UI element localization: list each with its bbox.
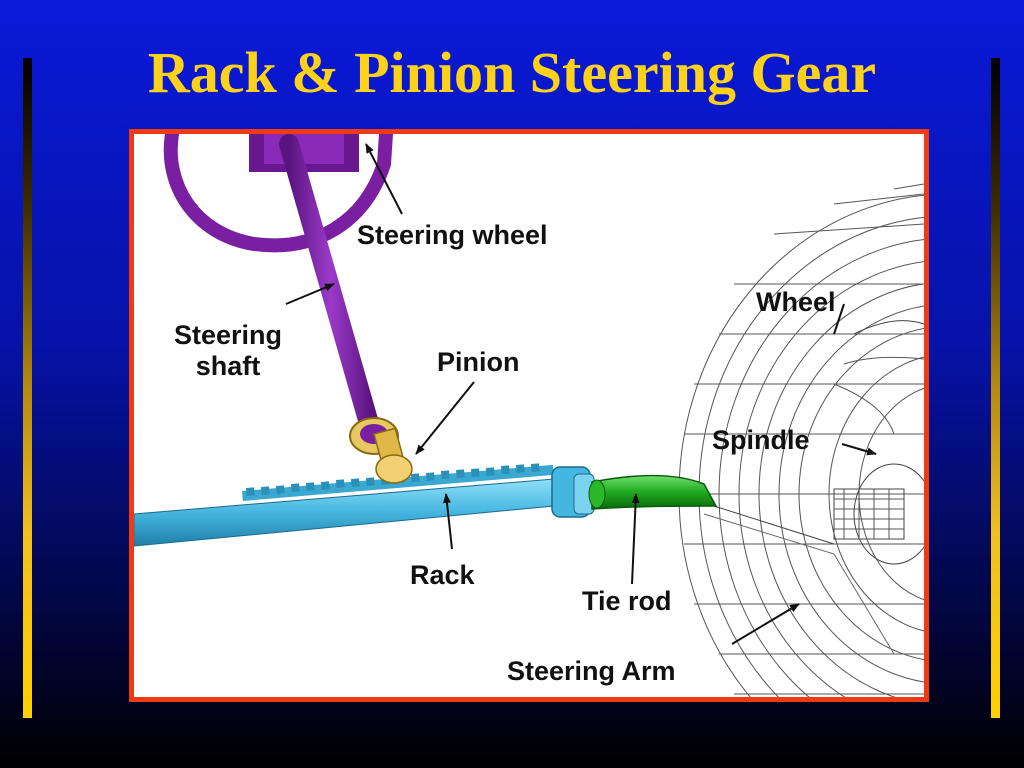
tie-rod xyxy=(588,474,835,545)
label-wheel: Wheel xyxy=(756,287,836,317)
label-steering-arm: Steering Arm xyxy=(507,656,676,686)
label-steering-wheel: Steering wheel xyxy=(357,220,548,250)
steering-wheel xyxy=(163,134,393,253)
right-accent-bar xyxy=(991,58,1000,718)
label-spindle: Spindle xyxy=(712,425,810,455)
wheel-wireframe xyxy=(678,183,924,697)
label-pinion: Pinion xyxy=(437,347,520,377)
left-accent-bar xyxy=(23,58,32,718)
steering-diagram xyxy=(134,134,924,697)
leader-arrows xyxy=(285,143,877,645)
slide-title: Rack & Pinion Steering Gear xyxy=(147,40,877,105)
diagram-frame: Steering wheel Steering shaft Pinion Whe… xyxy=(129,129,929,702)
rack xyxy=(134,463,595,547)
steering-shaft xyxy=(279,134,382,444)
label-tie-rod: Tie rod xyxy=(582,586,672,616)
label-steering-shaft-line2: shaft xyxy=(195,351,261,381)
label-rack: Rack xyxy=(410,560,475,590)
pinion xyxy=(349,417,413,484)
label-steering-shaft-line1: Steering xyxy=(173,320,283,350)
